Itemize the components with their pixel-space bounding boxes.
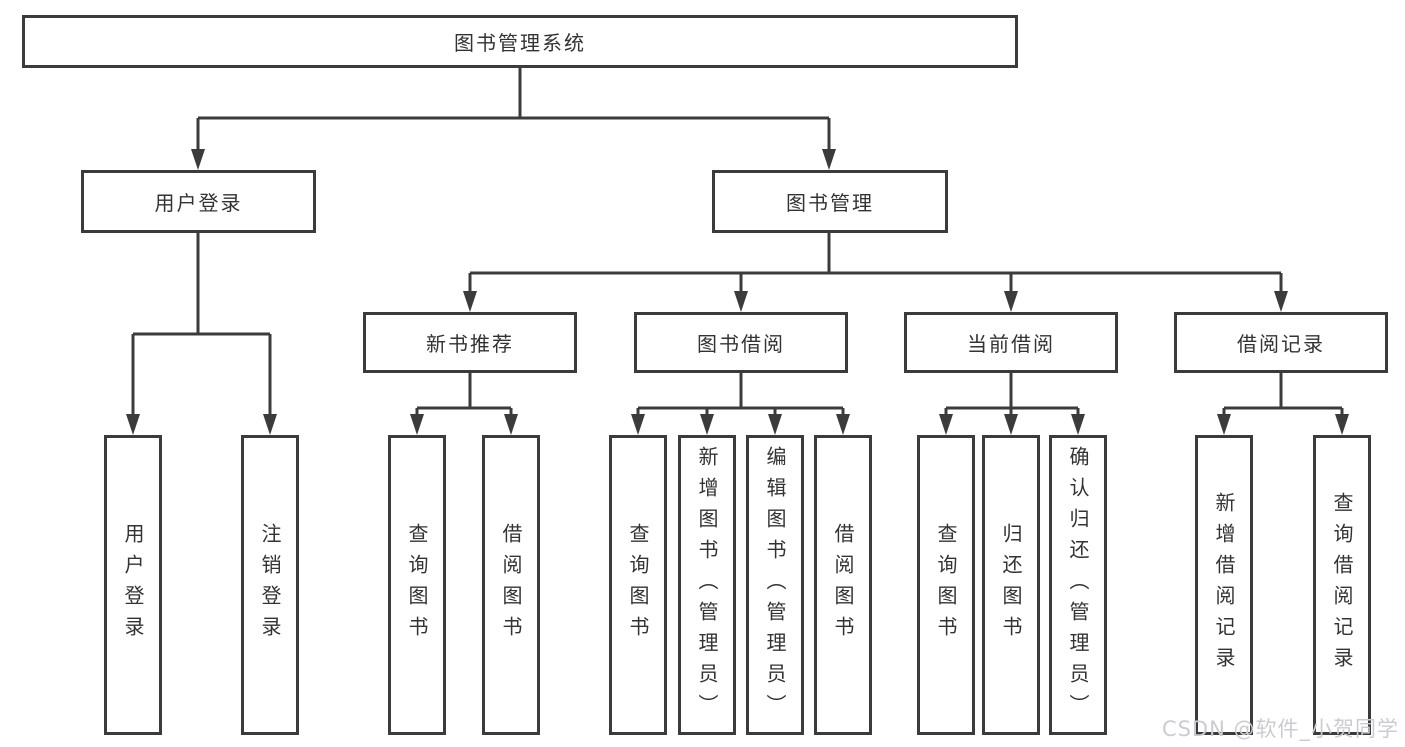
- node-label: 新增图书（管理员）: [695, 445, 719, 725]
- node-label: 新书推荐: [426, 332, 514, 356]
- arrowhead-icon: [700, 414, 714, 435]
- arrowhead-icon: [1071, 414, 1085, 435]
- arrowhead-icon: [822, 149, 836, 170]
- node-label: 借阅图书: [831, 523, 855, 647]
- node-label: 查询图书: [405, 523, 429, 647]
- node-label: 当前借阅: [967, 332, 1055, 356]
- connector-book-mgmt-children: [463, 233, 1288, 312]
- node-user-login-branch: 用户登录: [81, 170, 316, 233]
- node-label: 查询图书: [934, 523, 958, 647]
- node-label: 借阅记录: [1237, 332, 1325, 356]
- connector-line: [468, 233, 1283, 292]
- node-label: 用户登录: [154, 191, 243, 215]
- node-label: 图书管理系统: [454, 31, 586, 55]
- arrowhead-icon: [768, 414, 782, 435]
- leaf-cb-query-books: 查询图书: [917, 435, 975, 735]
- node-new-book-rec: 新书推荐: [363, 312, 577, 373]
- node-book-borrowing: 图书借阅: [634, 312, 848, 373]
- leaf-logout: 注销登录: [241, 435, 299, 735]
- arrowhead-icon: [463, 291, 477, 312]
- node-label: 编辑图书（管理员）: [763, 445, 787, 725]
- arrowhead-icon: [126, 414, 140, 435]
- node-current-borrowing: 当前借阅: [904, 312, 1118, 373]
- connector-new-book-rec-children: [410, 373, 518, 435]
- node-label: 归还图书: [999, 523, 1023, 647]
- node-root: 图书管理系统: [22, 15, 1018, 68]
- leaf-bb-borrow-books: 借阅图书: [814, 435, 872, 735]
- connector-borrowing-records-children: [1217, 373, 1349, 435]
- arrowhead-icon: [939, 414, 953, 435]
- arrowhead-icon: [1274, 291, 1288, 312]
- leaf-br-add-record: 新增借阅记录: [1195, 435, 1253, 735]
- arrowhead-icon: [410, 414, 424, 435]
- leaf-bb-query-books: 查询图书: [609, 435, 667, 735]
- node-label: 用户登录: [121, 523, 145, 647]
- leaf-nbr-borrow-books: 借阅图书: [482, 435, 540, 735]
- connector-current-borrowing-children: [939, 373, 1085, 435]
- leaf-bb-add-books: 新增图书（管理员）: [678, 435, 736, 735]
- node-label: 图书管理: [786, 191, 874, 215]
- node-label: 确认归还（管理员）: [1066, 445, 1090, 725]
- connector-line: [944, 373, 1080, 415]
- arrowhead-icon: [1004, 414, 1018, 435]
- connector-line: [415, 373, 513, 415]
- leaf-bb-edit-books: 编辑图书（管理员）: [746, 435, 804, 735]
- arrowhead-icon: [191, 149, 205, 170]
- node-book-mgmt-branch: 图书管理: [712, 170, 948, 233]
- node-label: 新增借阅记录: [1212, 492, 1236, 678]
- arrowhead-icon: [263, 414, 277, 435]
- node-label: 查询图书: [626, 523, 650, 647]
- connector-user-login-children: [126, 233, 277, 435]
- csdn-watermark: CSDN @软件_小贺同学: [1161, 717, 1399, 741]
- node-label: 借阅图书: [499, 523, 523, 647]
- node-label: 图书借阅: [697, 332, 785, 356]
- leaf-nbr-query-books: 查询图书: [388, 435, 446, 735]
- connector-line: [196, 68, 831, 150]
- connector-root-to-branches: [191, 68, 836, 170]
- connector-line: [636, 373, 845, 415]
- node-borrowing-records: 借阅记录: [1174, 312, 1388, 373]
- node-label: 查询借阅记录: [1330, 492, 1354, 678]
- leaf-user-login: 用户登录: [104, 435, 162, 735]
- arrowhead-icon: [504, 414, 518, 435]
- node-label: 注销登录: [258, 523, 282, 647]
- connector-line: [1222, 373, 1344, 415]
- connector-line: [131, 233, 272, 415]
- arrowhead-icon: [1335, 414, 1349, 435]
- arrowhead-icon: [1217, 414, 1231, 435]
- arrowhead-icon: [836, 414, 850, 435]
- arrowhead-icon: [1004, 291, 1018, 312]
- leaf-cb-return-books: 归还图书: [982, 435, 1040, 735]
- leaf-cb-confirm-return: 确认归还（管理员）: [1049, 435, 1107, 735]
- arrowhead-icon: [734, 291, 748, 312]
- connector-book-borrowing-children: [631, 373, 850, 435]
- arrowhead-icon: [631, 414, 645, 435]
- leaf-br-query-record: 查询借阅记录: [1313, 435, 1371, 735]
